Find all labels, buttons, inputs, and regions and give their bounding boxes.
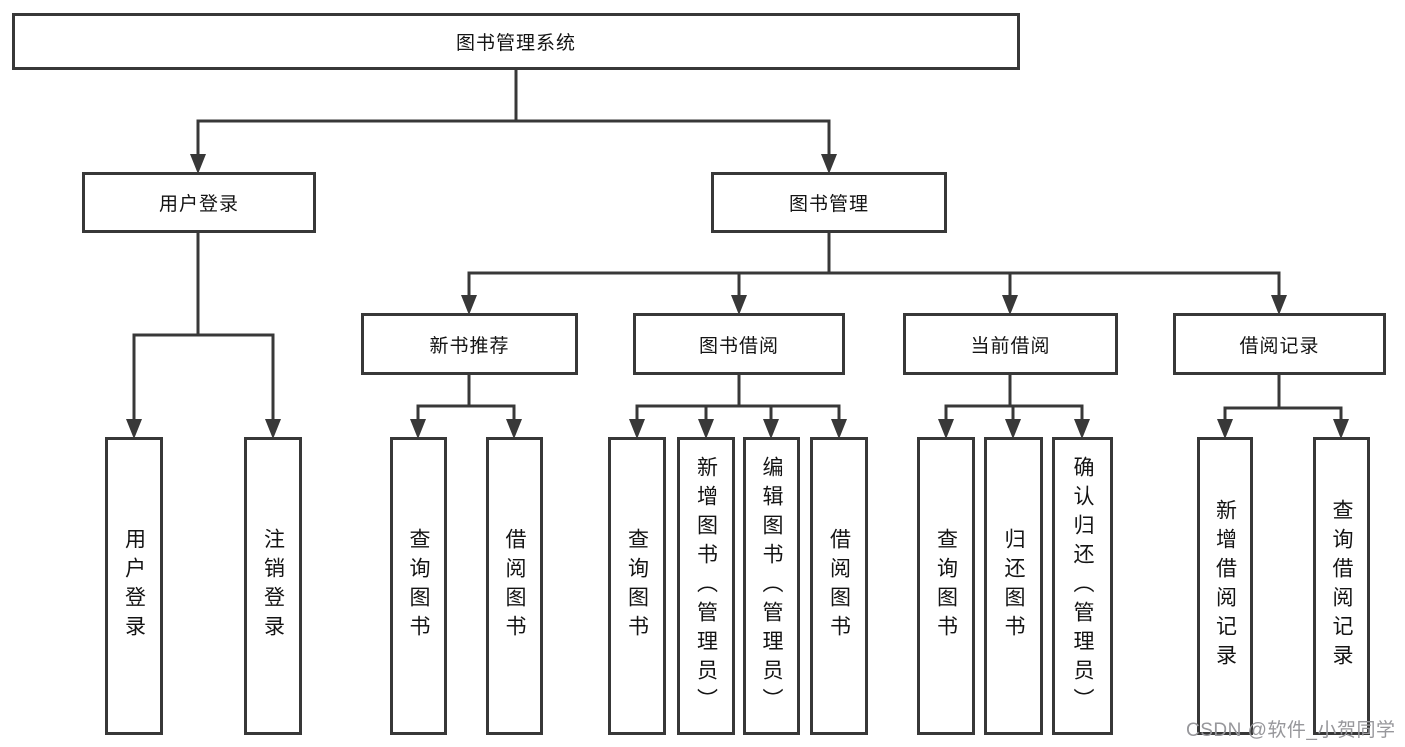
leaf-query-books-recommend: 查询图书 <box>390 437 447 735</box>
node-user-login: 用户登录 <box>82 172 316 233</box>
leaf-borrow-books-borrowing: 借阅图书 <box>810 437 868 735</box>
node-book-borrowing: 图书借阅 <box>633 313 845 375</box>
leaf-confirm-return-admin: 确认归还（管理员） <box>1052 437 1113 735</box>
leaf-borrow-books-recommend: 借阅图书 <box>486 437 543 735</box>
node-borrowing-records: 借阅记录 <box>1173 313 1386 375</box>
leaf-edit-books-admin: 编辑图书（管理员） <box>743 437 800 735</box>
csdn-watermark: CSDN @软件_小贺同学 <box>1186 720 1396 741</box>
leaf-user-login: 用户登录 <box>105 437 163 735</box>
leaf-query-books-borrowing: 查询图书 <box>608 437 666 735</box>
node-book-management: 图书管理 <box>711 172 947 233</box>
node-current-borrowing: 当前借阅 <box>903 313 1118 375</box>
arrowheads <box>126 154 1349 439</box>
leaf-add-books-admin: 新增图书（管理员） <box>677 437 735 735</box>
node-new-book-recommend: 新书推荐 <box>361 313 578 375</box>
node-root-title: 图书管理系统 <box>12 13 1020 70</box>
leaf-return-books: 归还图书 <box>984 437 1043 735</box>
leaf-logout: 注销登录 <box>244 437 302 735</box>
leaf-query-books-current: 查询图书 <box>917 437 975 735</box>
leaf-query-borrow-record: 查询借阅记录 <box>1313 437 1370 735</box>
leaf-add-borrow-record: 新增借阅记录 <box>1197 437 1253 735</box>
